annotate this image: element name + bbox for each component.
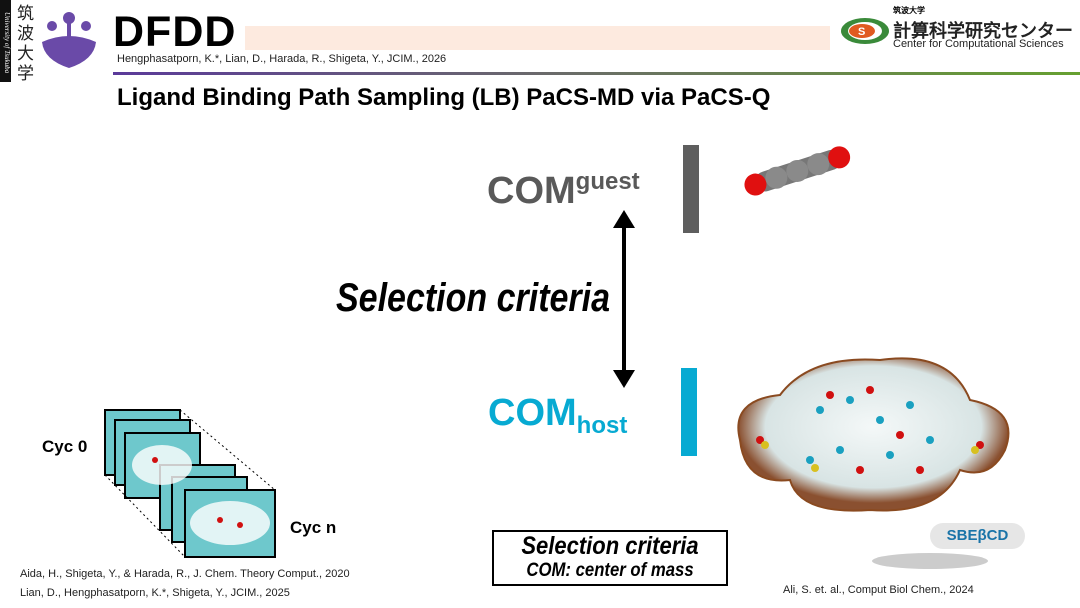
cycle-0-label: Cyc 0 (42, 437, 88, 456)
host-name-badge: SBEβCD (930, 523, 1025, 549)
cycle-frames-stack (104, 409, 276, 558)
legend-box: Selection criteria COM: center of mass (492, 530, 728, 586)
legend-definition: COM: center of mass (526, 560, 694, 581)
host-bar (681, 368, 697, 456)
guest-molecule-image (744, 146, 851, 196)
shadow-decoration (872, 553, 988, 569)
cycle-n-label: Cyc n (290, 518, 337, 537)
svg-text:S: S (858, 26, 865, 38)
header-banner (245, 26, 830, 50)
citation-left-1: Aida, H., Shigeta, Y., & Harada, R., J. … (20, 568, 350, 580)
university-kanji: 筑波大学 (17, 4, 34, 84)
citation-right: Ali, S. et. al., Comput Biol Chem., 2024 (783, 584, 974, 596)
com-guest-label: COMguest (487, 168, 640, 212)
university-emblem-icon (42, 12, 96, 68)
legend-title: Selection criteria (521, 532, 699, 560)
selection-criteria-label: Selection criteria (336, 276, 611, 320)
ccs-university-label: 筑波大学 (893, 6, 925, 15)
dfdd-logo: DFDD (113, 8, 237, 56)
slide-title: Ligand Binding Path Sampling (LB) PaCS-M… (117, 84, 771, 111)
guest-bar (683, 145, 699, 233)
ccs-logo-icon: S (841, 18, 889, 44)
double-arrow-icon (613, 210, 635, 388)
header-divider (113, 72, 1080, 75)
com-host-label: COMhost (488, 392, 628, 439)
host-molecule-image (737, 357, 1010, 512)
ccs-name-en: Center for Computational Sciences (893, 38, 1064, 50)
citation-left-2: Lian, D., Hengphasatporn, K.*, Shigeta, … (20, 587, 290, 599)
university-vertical-label: University of Tsukuba (0, 0, 11, 82)
header-citation: Hengphasatporn, K.*, Lian, D., Harada, R… (117, 53, 447, 65)
ccs-name-jp: 計算科学研究センター (893, 21, 1073, 41)
